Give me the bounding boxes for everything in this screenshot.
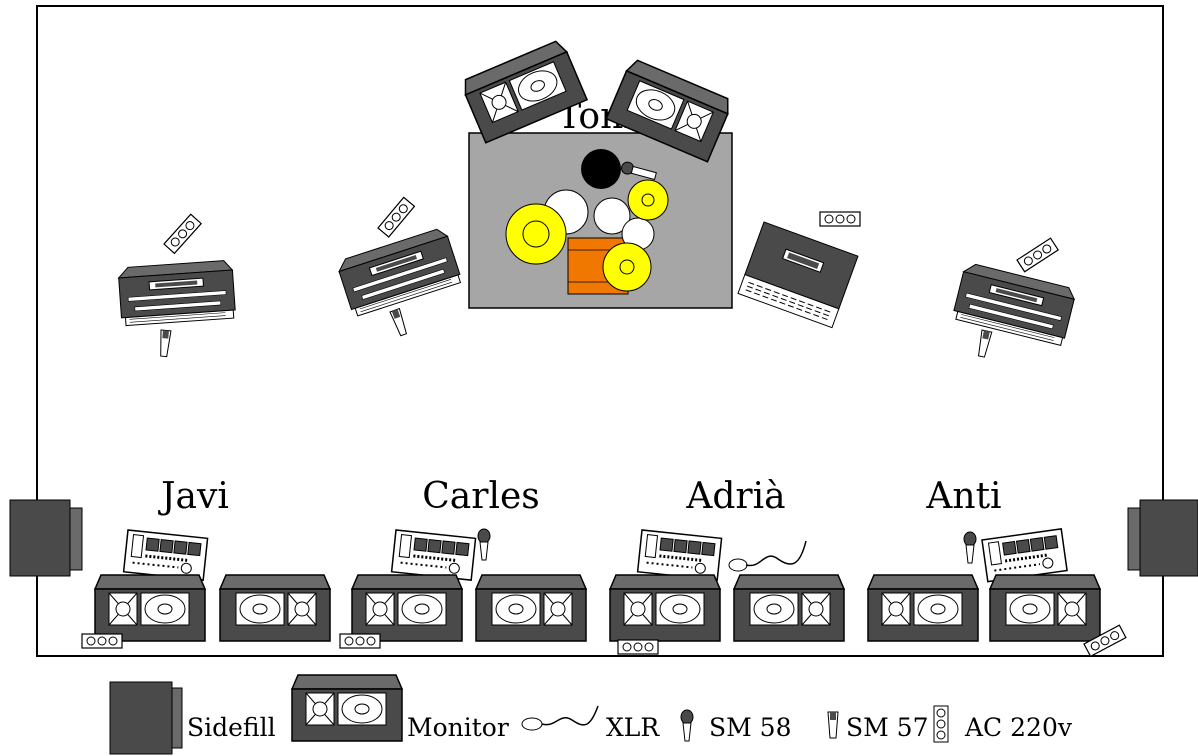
musician-name-4: Anti (925, 476, 1001, 517)
legend-sidefill-label: Sidefill (187, 713, 276, 742)
amp-4 (951, 237, 1078, 359)
musician-name-1: Javi (157, 476, 229, 517)
legend-monitor-label: Monitor (407, 713, 509, 742)
amp-3 (737, 211, 861, 329)
sm57-mic-icon (827, 711, 839, 739)
station-2 (339, 528, 587, 649)
legend-xlr-label: XLR (606, 713, 660, 742)
drum-kit (505, 149, 669, 295)
legend: Sidefill Monitor XLR SM 58 SM 57 AC 220v (109, 674, 1073, 755)
musician-name-2: Carles (422, 476, 540, 517)
monitor-legend-icon (291, 674, 403, 742)
musician-name-3: Adrià (685, 476, 785, 517)
station-3 (609, 528, 845, 655)
legend-sm57-label: SM 57 (846, 713, 928, 742)
sidefill-right (1127, 499, 1198, 577)
amp-1 (117, 213, 237, 358)
station-1 (81, 528, 331, 649)
legend-ac-label: AC 220v (964, 713, 1073, 742)
ac-outlet-icon (933, 705, 949, 743)
xlr-cable-icon (521, 705, 599, 731)
sm58-mic-icon (680, 709, 694, 742)
stage-outline (36, 5, 1164, 657)
sidefill-left (9, 499, 83, 577)
legend-sm58-label: SM 58 (709, 713, 791, 742)
station-4 (867, 527, 1127, 657)
amp-2 (335, 196, 463, 337)
sidefill-icon (109, 681, 183, 755)
